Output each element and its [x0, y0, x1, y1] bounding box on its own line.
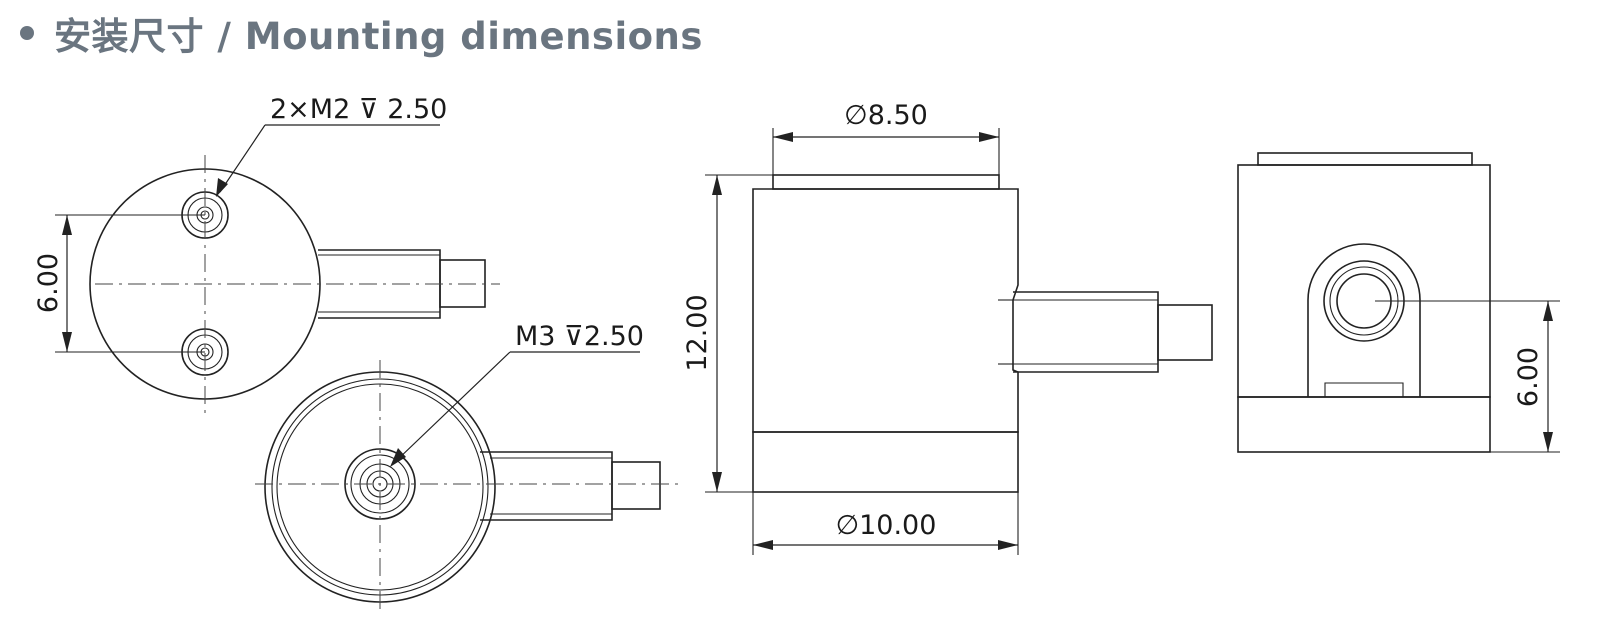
side-height-label: 6.00 [1513, 347, 1544, 407]
top-view: 6.00 2×M2 ⊽ 2.50 [33, 94, 500, 415]
page-title: 安装尺寸 / Mounting dimensions [54, 15, 703, 58]
bullet-icon [20, 26, 34, 40]
front-view: ∅8.50 12.00 ∅10.00 [682, 100, 1213, 555]
side-view: 6.00 [1237, 152, 1560, 453]
section-header: 安装尺寸 / Mounting dimensions [14, 6, 703, 60]
top-thread-label: 2×M2 ⊽ 2.50 [270, 94, 447, 125]
bottom-thread-label: M3 ⊽2.50 [515, 321, 644, 352]
base-diameter-label: ∅10.00 [836, 510, 937, 541]
top-spacing-label: 6.00 [33, 253, 64, 313]
bottom-view: M3 ⊽2.50 [255, 321, 680, 612]
height-label: 12.00 [682, 294, 713, 371]
top-diameter-label: ∅8.50 [844, 100, 928, 131]
